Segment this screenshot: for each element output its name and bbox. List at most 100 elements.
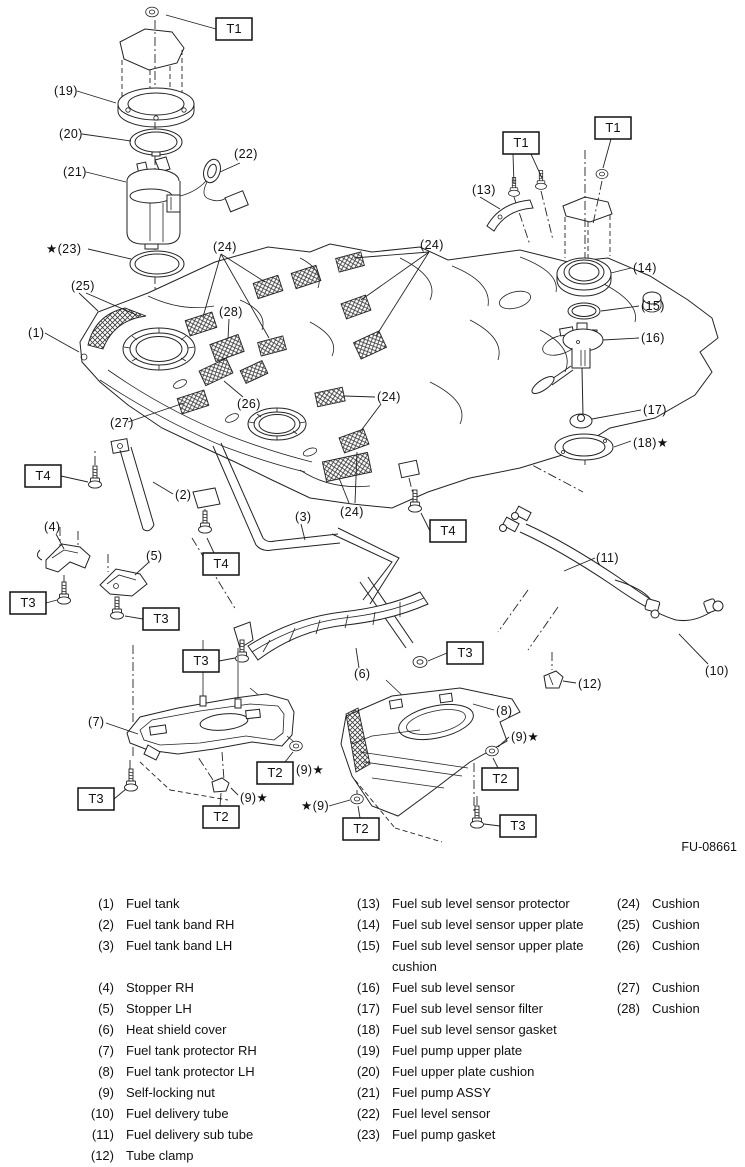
cushion-25-band [87, 307, 147, 350]
fuel-upper-plate-cushion [129, 128, 183, 156]
part-label: Fuel tank [126, 896, 180, 911]
torque-ref-t3: T3 [182, 649, 220, 673]
cushion-patch [335, 251, 365, 273]
fuel-pump-gasket [129, 250, 185, 278]
part-number: (17) [356, 1001, 380, 1016]
part-label: Fuel level sensor [392, 1106, 491, 1121]
callout-18-star: (18)★ [633, 436, 668, 450]
callout-11: (11) [596, 551, 619, 565]
sub-level-sensor [531, 322, 604, 417]
part-label: Fuel pump gasket [392, 1127, 496, 1142]
part-label: Fuel delivery tube [126, 1106, 229, 1121]
part-label: Fuel delivery sub tube [126, 1127, 254, 1142]
callout-9-star: (9)★ [296, 763, 324, 777]
t3-nut [412, 656, 428, 668]
cushion-patch [252, 274, 284, 300]
stopper-lh [99, 554, 148, 606]
torque-ref-t2: T2 [342, 817, 380, 841]
torque-label: T3 [193, 653, 208, 668]
callout-17: (17) [643, 403, 667, 417]
t3-bolt [57, 581, 71, 605]
sensor-bolt [535, 170, 547, 190]
part-number: (28) [616, 1001, 640, 1016]
torque-label: T3 [457, 645, 472, 660]
sub-level-sensor-assembly [486, 169, 614, 461]
t3-bolt [110, 596, 124, 620]
cushion-26-patch [198, 357, 234, 387]
leader-lines [44, 14, 709, 827]
part-number: (9) [98, 1085, 114, 1100]
part-number: (18) [356, 1022, 380, 1037]
callout-20: (20) [59, 127, 83, 141]
callout-23-star: ★(23) [46, 242, 81, 256]
part-number [596, 1061, 640, 1082]
part-label: Fuel sub level sensor protector [392, 896, 570, 911]
part-label: Fuel sub level sensor [392, 980, 515, 995]
part-number: (1) [98, 896, 114, 911]
cushion-27-patch [176, 389, 210, 415]
part-label: Cushion [652, 896, 700, 911]
part-number: (27) [616, 980, 640, 995]
part-number: (8) [98, 1064, 114, 1079]
legend-row: (2)Fuel tank band RH (14)Fuel sub level … [58, 914, 738, 935]
callout-7: (7) [88, 715, 104, 729]
part-label: Fuel upper plate cushion [392, 1064, 535, 1079]
t3-bolt [124, 768, 138, 792]
part-label: Fuel sub level sensor upper plate [392, 917, 584, 932]
parts-legend: (1)Fuel tank (13)Fuel sub level sensor p… [58, 893, 738, 1166]
part-label: Cushion [652, 938, 700, 953]
cushion-patch [184, 311, 218, 337]
callout-22: (22) [234, 147, 258, 161]
part-number: (2) [98, 917, 114, 932]
part-label [640, 1082, 730, 1103]
part-number [340, 1145, 380, 1166]
callout-14: (14) [633, 261, 657, 275]
legend-row: (12)Tube clamp [58, 1145, 738, 1166]
torque-ref-t2: T2 [202, 805, 240, 829]
fuel-tank-band-rh [94, 438, 155, 532]
callout-27: (27) [110, 416, 134, 430]
cushion-patch [314, 386, 346, 408]
fuel-pump-assembly [117, 6, 249, 278]
part-number: (20) [356, 1064, 380, 1079]
part-label: Cushion [652, 1001, 700, 1016]
part-number: (15) [356, 938, 380, 953]
part-number [596, 1124, 640, 1145]
part-label: Fuel sub level sensor filter [392, 1001, 544, 1016]
part-number: (26) [616, 938, 640, 953]
callout-13: (13) [472, 183, 496, 197]
torque-label: T2 [213, 809, 228, 824]
cushion-patch [257, 335, 287, 357]
callout-19: (19) [54, 84, 78, 98]
callout-9-star: (9)★ [511, 730, 539, 744]
callout-15: (15) [641, 299, 665, 313]
torque-label: T1 [605, 120, 620, 135]
cushion-patch [352, 330, 388, 360]
sub-sensor-protector [486, 199, 534, 232]
callout-10: (10) [705, 664, 729, 678]
part-number: (16) [356, 980, 380, 995]
figure-code: FU-08661 [681, 840, 737, 854]
part-label [640, 1061, 730, 1082]
sub-sensor-opening [247, 407, 307, 441]
part-number: (25) [616, 917, 640, 932]
part-number [596, 1082, 640, 1103]
tube-clamp [543, 670, 564, 689]
part-label: Cushion [652, 980, 700, 995]
callout-6: (6) [354, 667, 370, 681]
part-label: Heat shield cover [126, 1022, 227, 1037]
part-label [640, 1145, 730, 1166]
part-number: (7) [98, 1043, 114, 1058]
part-number: (21) [356, 1085, 380, 1100]
part-label: Fuel sub level sensor upper plate cushio… [392, 938, 584, 974]
part-number [596, 1145, 640, 1166]
part-number: (3) [98, 938, 114, 953]
callout-9-star: (9)★ [240, 791, 268, 805]
sub-sensor-gasket [554, 433, 614, 461]
torque-label: T3 [153, 611, 168, 626]
part-number: (24) [616, 896, 640, 911]
cushion-patch [321, 451, 373, 483]
part-number: (6) [98, 1022, 114, 1037]
legend-row: (3)Fuel tank band LH (15)Fuel sub level … [58, 935, 738, 977]
torque-ref-t4: T4 [429, 519, 467, 543]
